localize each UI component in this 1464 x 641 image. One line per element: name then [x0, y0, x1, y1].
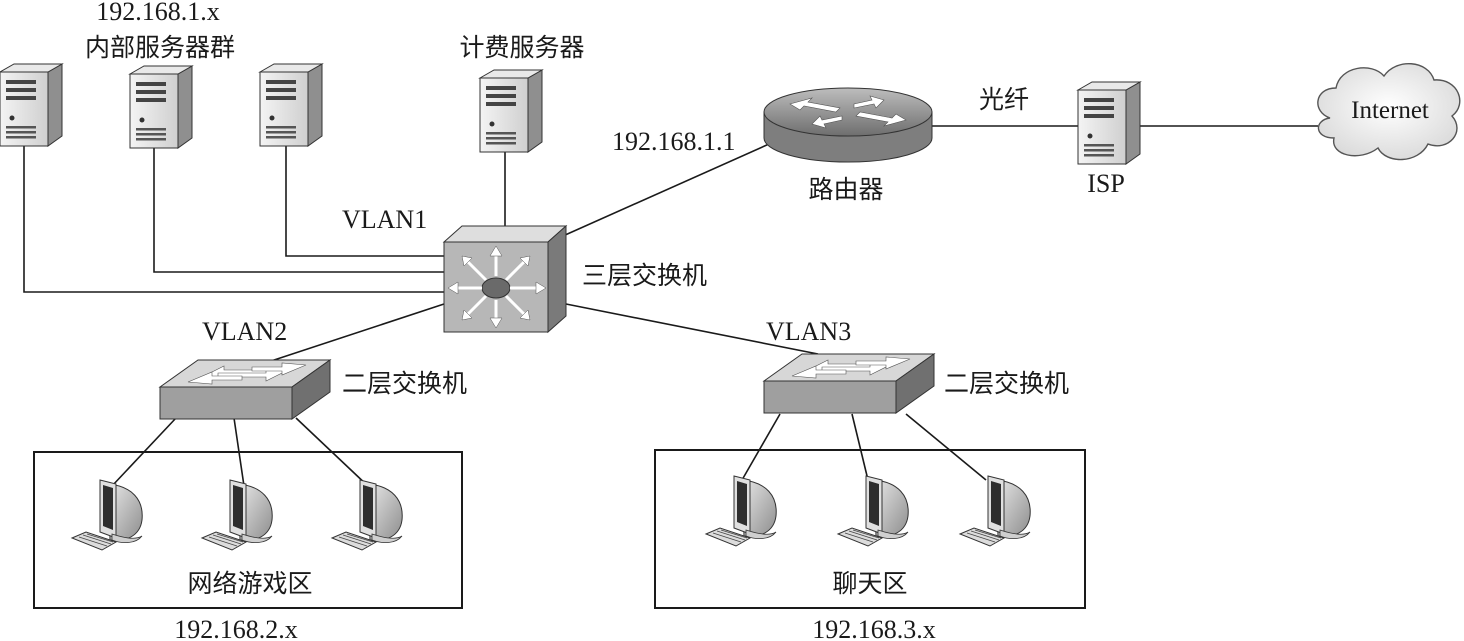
layer3-switch-icon — [442, 224, 568, 334]
billing-server-label: 计费服务器 — [459, 33, 584, 62]
vlan2-label: VLAN2 — [202, 317, 287, 346]
router-icon — [763, 87, 933, 163]
router-ip-label: 192.168.1.1 — [612, 127, 736, 156]
chat-pc-3 — [959, 475, 1031, 547]
chat-zone-ip-label: 192.168.3.x — [812, 615, 936, 641]
l3-switch-label: 三层交换机 — [582, 261, 707, 290]
game-zone-ip-label: 192.168.2.x — [174, 615, 298, 641]
chat-zone-box — [654, 449, 1086, 609]
isp-server-icon — [1077, 81, 1141, 165]
chat-pc-1 — [705, 475, 777, 547]
internal-server-2 — [129, 65, 193, 149]
internet-label: Internet — [1351, 97, 1429, 124]
billing-server-icon — [479, 69, 543, 153]
l2-switch-right-label: 二层交换机 — [944, 369, 1069, 398]
game-pc-1 — [71, 479, 143, 551]
fiber-label: 光纤 — [979, 85, 1029, 114]
server-group-label: 内部服务器群 — [85, 33, 235, 62]
internet-cloud — [1317, 62, 1461, 161]
layer2-switch-left-icon — [159, 359, 331, 420]
layer2-switch-right-icon — [763, 353, 935, 414]
game-pc-2 — [201, 479, 273, 551]
server-group-ip-label: 192.168.1.x — [96, 0, 220, 26]
vlan1-label: VLAN1 — [342, 205, 427, 234]
router-label: 路由器 — [808, 175, 883, 204]
internal-server-1 — [0, 63, 63, 147]
game-zone-label: 网络游戏区 — [187, 569, 312, 598]
chat-zone-label: 聊天区 — [832, 569, 907, 598]
vlan3-label: VLAN3 — [766, 317, 851, 346]
connection-lines — [23, 125, 1318, 489]
isp-label: ISP — [1087, 169, 1125, 198]
internal-server-3 — [259, 63, 323, 147]
game-pc-3 — [331, 479, 403, 551]
chat-pc-2 — [837, 475, 909, 547]
game-zone-box — [33, 451, 463, 609]
l2-switch-left-label: 二层交换机 — [342, 369, 467, 398]
